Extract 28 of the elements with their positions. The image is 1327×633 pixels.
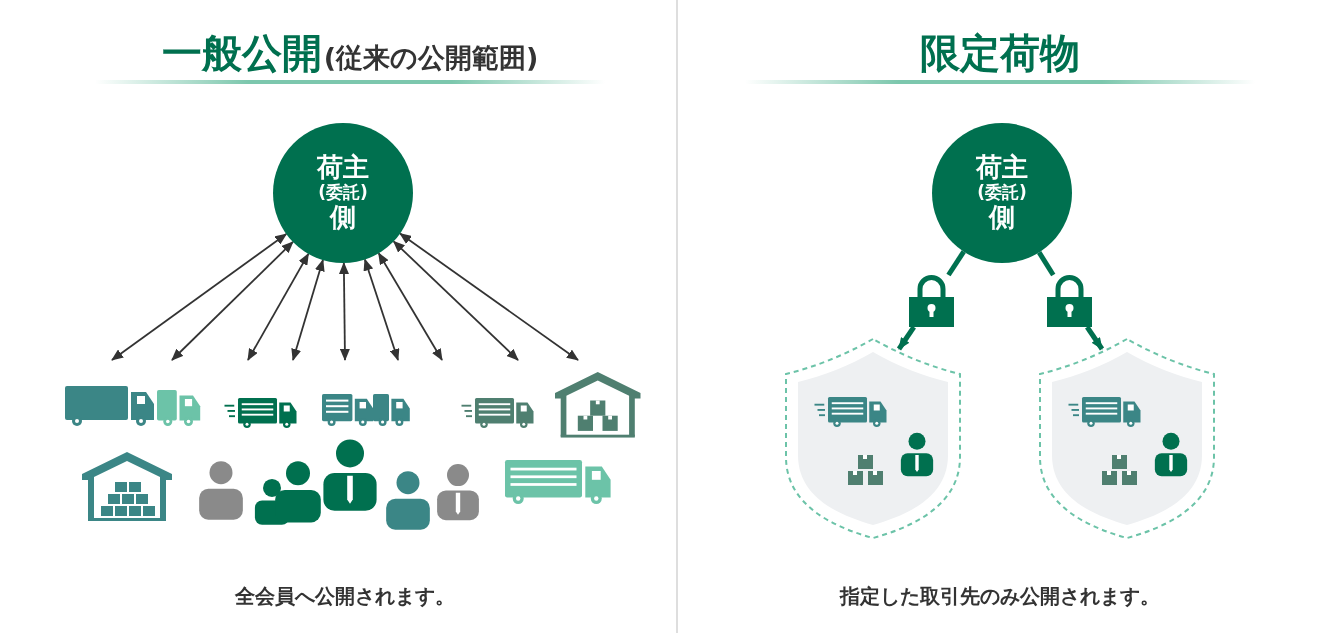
arrow <box>377 252 443 361</box>
arrow <box>247 252 310 361</box>
circle-label: (委託) <box>977 183 1027 203</box>
connector-line <box>1036 251 1056 277</box>
circle-label: 荷主 <box>317 153 369 183</box>
arrow <box>338 262 350 361</box>
circle-label: 側 <box>330 202 356 233</box>
arrow <box>111 233 288 361</box>
circle-label: (委託) <box>318 183 368 203</box>
arrow <box>896 325 916 351</box>
arrow <box>1085 325 1105 351</box>
section-title: 限定荷物 <box>920 30 1080 76</box>
section-title: (従来の公開範囲) <box>323 41 539 75</box>
caption-text: 全会員へ公開されます。 <box>235 584 455 608</box>
arrow <box>291 259 325 361</box>
arrow <box>392 240 519 361</box>
lock-icon <box>909 275 954 327</box>
section-title: 一般公開 <box>161 29 322 78</box>
arrow <box>363 258 400 361</box>
circle-label: 荷主 <box>976 153 1028 183</box>
shield-drawing <box>1037 337 1217 540</box>
arrow <box>399 232 579 361</box>
lock-icon <box>1047 275 1092 327</box>
arrow <box>171 241 294 361</box>
circle-label: 側 <box>989 202 1015 233</box>
shield-drawing <box>783 337 963 540</box>
caption-text: 指定した取引先のみ公開されます。 <box>840 584 1160 608</box>
connector-line <box>946 250 966 277</box>
